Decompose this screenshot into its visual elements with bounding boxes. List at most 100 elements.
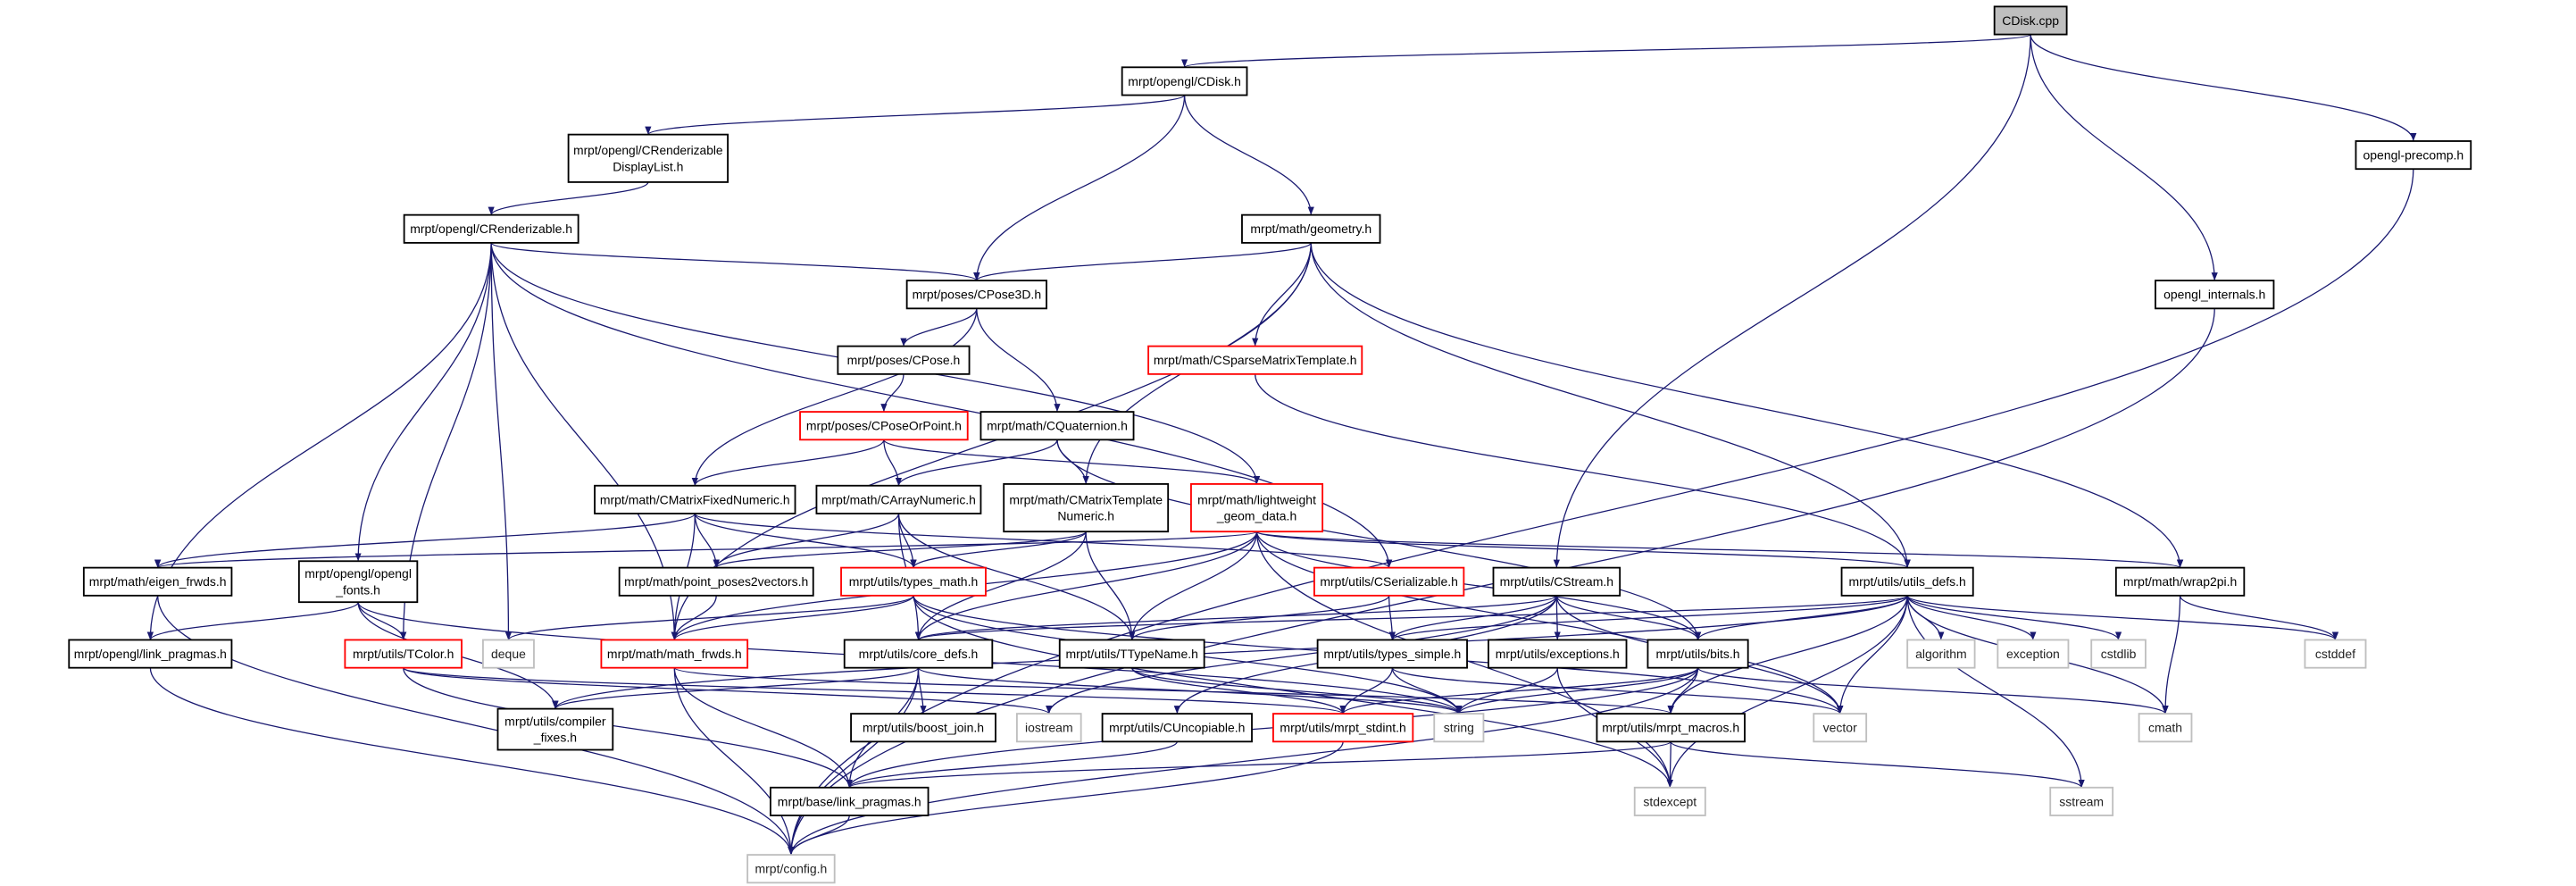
edge-crenderizable-to-cpose3d (490, 242, 980, 281)
edge-crenderizable-to-opengl-fonts (354, 242, 492, 562)
node-box (1993, 5, 2068, 36)
graph-node-types-math[interactable]: mrpt/utils/types_math.h (840, 566, 987, 597)
graph-node-wrap2pi[interactable]: mrpt/math/wrap2pi.h (2114, 566, 2246, 597)
node-box (2090, 639, 2147, 669)
node-box (2155, 280, 2275, 310)
node-box (496, 707, 614, 751)
graph-node-point-poses[interactable]: mrpt/math/point_poses2vectors.h (618, 566, 814, 597)
graph-node-ttypename[interactable]: mrpt/utils/TTypeName.h (1058, 639, 1205, 669)
graph-node-types-simple[interactable]: mrpt/utils/types_simple.h (1316, 639, 1468, 669)
graph-node-string: string (1433, 713, 1485, 743)
graph-node-carray[interactable]: mrpt/math/CArrayNumeric.h (815, 484, 982, 514)
edge-cpose3d-to-cquaternion (976, 308, 1061, 413)
edge-utils-defs-to-exception (1906, 595, 2037, 640)
node-label: mrpt/utils/utils_defs.h (1848, 574, 1965, 589)
node-box (1997, 639, 2070, 669)
graph-node-crenderizable[interactable]: mrpt/opengl/CRenderizable.h (403, 213, 579, 244)
node-box (2138, 713, 2193, 743)
node-label: mrpt/utils/CSerializable.h (1320, 574, 1458, 589)
edge-tcolor-to-base-link-pragmas (403, 667, 853, 788)
graph-node-cserializable[interactable]: mrpt/utils/CSerializable.h (1313, 566, 1465, 597)
graph-node-utils-defs[interactable]: mrpt/utils/utils_defs.h (1840, 566, 1974, 597)
edge-ttypename-to-string (1131, 667, 1463, 715)
node-box (1058, 639, 1205, 669)
graph-node-precomp[interactable]: opengl-precomp.h (2355, 140, 2472, 171)
edge-utils-defs-to-compiler-fixes (552, 595, 1908, 709)
graph-node-base-link-pragmas[interactable]: mrpt/base/link_pragmas.h (770, 786, 930, 816)
node-label: mrpt/math/wrap2pi.h (2123, 574, 2237, 589)
node-label: mrpt/utils/bits.h (1656, 647, 1740, 661)
graph-node-cstdlib: cstdlib (2090, 639, 2147, 669)
node-label: Numeric.h (1057, 509, 1114, 523)
edge-types-math-to-stdexcept (913, 595, 1673, 788)
graph-node-internals[interactable]: opengl_internals.h (2155, 280, 2275, 310)
node-label: mrpt/math/lightweight (1197, 492, 1316, 506)
edge-geometry-to-utils-defs (1310, 242, 1911, 568)
graph-node-opengl-fonts[interactable]: mrpt/opengl/opengl_fonts.h (297, 560, 419, 604)
graph-node-math-frwds[interactable]: mrpt/math/math_frwds.h (600, 639, 749, 669)
graph-node-lightweight[interactable]: mrpt/math/lightweight_geom_data.h (1190, 483, 1324, 533)
edge-utils-defs-to-cstdlib (1906, 595, 2122, 640)
node-box (1003, 483, 1170, 533)
graph-node-cpose3d[interactable]: mrpt/poses/CPose3D.h (905, 280, 1047, 310)
node-label: stdexcept (1643, 794, 1696, 808)
edge-cquaternion-to-bits (1056, 439, 1702, 640)
node-box (2355, 140, 2472, 171)
graph-node-geometry[interactable]: mrpt/math/geometry.h (1241, 213, 1381, 244)
edge-utils-defs-to-vector (1837, 595, 1908, 715)
graph-node-csparse[interactable]: mrpt/math/CSparseMatrixTemplate.h (1147, 345, 1363, 375)
edge-cmattemplate-to-point-poses (713, 531, 1087, 569)
graph-node-mrpt-stdint[interactable]: mrpt/utils/mrpt_stdint.h (1272, 713, 1414, 743)
node-label: mrpt/opengl/CRenderizable.h (410, 222, 572, 236)
graph-node-cposeorpoint[interactable]: mrpt/poses/CPoseOrPoint.h (799, 411, 969, 441)
node-label: vector (1823, 721, 1857, 735)
edge-cstream-to-types-simple (1388, 595, 1557, 640)
node-box (1190, 483, 1324, 533)
edge-utils-defs-to-stdexcept (1666, 595, 1908, 788)
node-label: mrpt/utils/CStream.h (1500, 574, 1613, 589)
edge-bits-to-string (1455, 667, 1699, 715)
edge-lightweight-to-wrap2pi (1255, 531, 2183, 569)
node-label: deque (491, 647, 526, 661)
node-label: DisplayList.h (613, 159, 683, 173)
graph-node-compiler-fixes[interactable]: mrpt/utils/compiler _fixes.h (496, 707, 614, 751)
edge-cmatfixed-to-eigen-frwds (154, 513, 696, 569)
node-box (1906, 639, 1976, 669)
node-box (1147, 345, 1363, 375)
graph-node-cmatfixed[interactable]: mrpt/math/CMatrixFixedNumeric.h (594, 484, 796, 514)
graph-node-boost-join[interactable]: mrpt/utils/boost_join.h (850, 713, 996, 743)
graph-node-tcolor[interactable]: mrpt/utils/TColor.h (344, 639, 463, 669)
node-label: _fixes.h (533, 731, 577, 745)
graph-node-exceptions[interactable]: mrpt/utils/exceptions.h (1488, 639, 1628, 669)
graph-node-mrpt-macros[interactable]: mrpt/utils/mrpt_macros.h (1596, 713, 1746, 743)
graph-node-cpose[interactable]: mrpt/poses/CPose.h (837, 345, 971, 375)
graph-node-bits[interactable]: mrpt/utils/bits.h (1646, 639, 1749, 669)
edge-math-frwds-to-config (673, 667, 795, 856)
node-box (1488, 639, 1628, 669)
graph-node-gl-link-pragmas[interactable]: mrpt/opengl/link_pragmas.h (68, 639, 233, 669)
node-box (1813, 713, 1868, 743)
graph-node-cstream[interactable]: mrpt/utils/CStream.h (1492, 566, 1621, 597)
edge-core-defs-to-compiler-fixes (552, 667, 920, 710)
edge-geometry-to-cpose3d (973, 242, 1312, 281)
graph-node-eigen-frwds[interactable]: mrpt/math/eigen_frwds.h (82, 566, 233, 597)
edge-carray-to-point-poses (713, 513, 900, 568)
graph-node-cuncopiable[interactable]: mrpt/utils/CUncopiable.h (1101, 713, 1253, 743)
node-label: opengl-precomp.h (2363, 148, 2463, 163)
graph-node-cdisk-h[interactable]: mrpt/opengl/CDisk.h (1121, 66, 1248, 96)
edge-core-defs-to-config (788, 667, 920, 856)
node-box (1313, 566, 1465, 597)
graph-node-config: mrpt/config.h (746, 854, 836, 884)
node-box (594, 484, 796, 514)
edge-geometry-to-csparse (1252, 242, 1312, 347)
edge-math-frwds-to-mrpt-macros (673, 667, 1674, 715)
graph-node-core-defs[interactable]: mrpt/utils/core_defs.h (843, 639, 994, 669)
graph-node-deque: deque (482, 639, 535, 669)
graph-node-exception: exception (1997, 639, 2070, 669)
node-box (1433, 713, 1485, 743)
node-box (837, 345, 971, 375)
graph-node-cquaternion[interactable]: mrpt/math/CQuaternion.h (980, 411, 1135, 441)
node-label: mrpt/utils/compiler (504, 714, 606, 728)
